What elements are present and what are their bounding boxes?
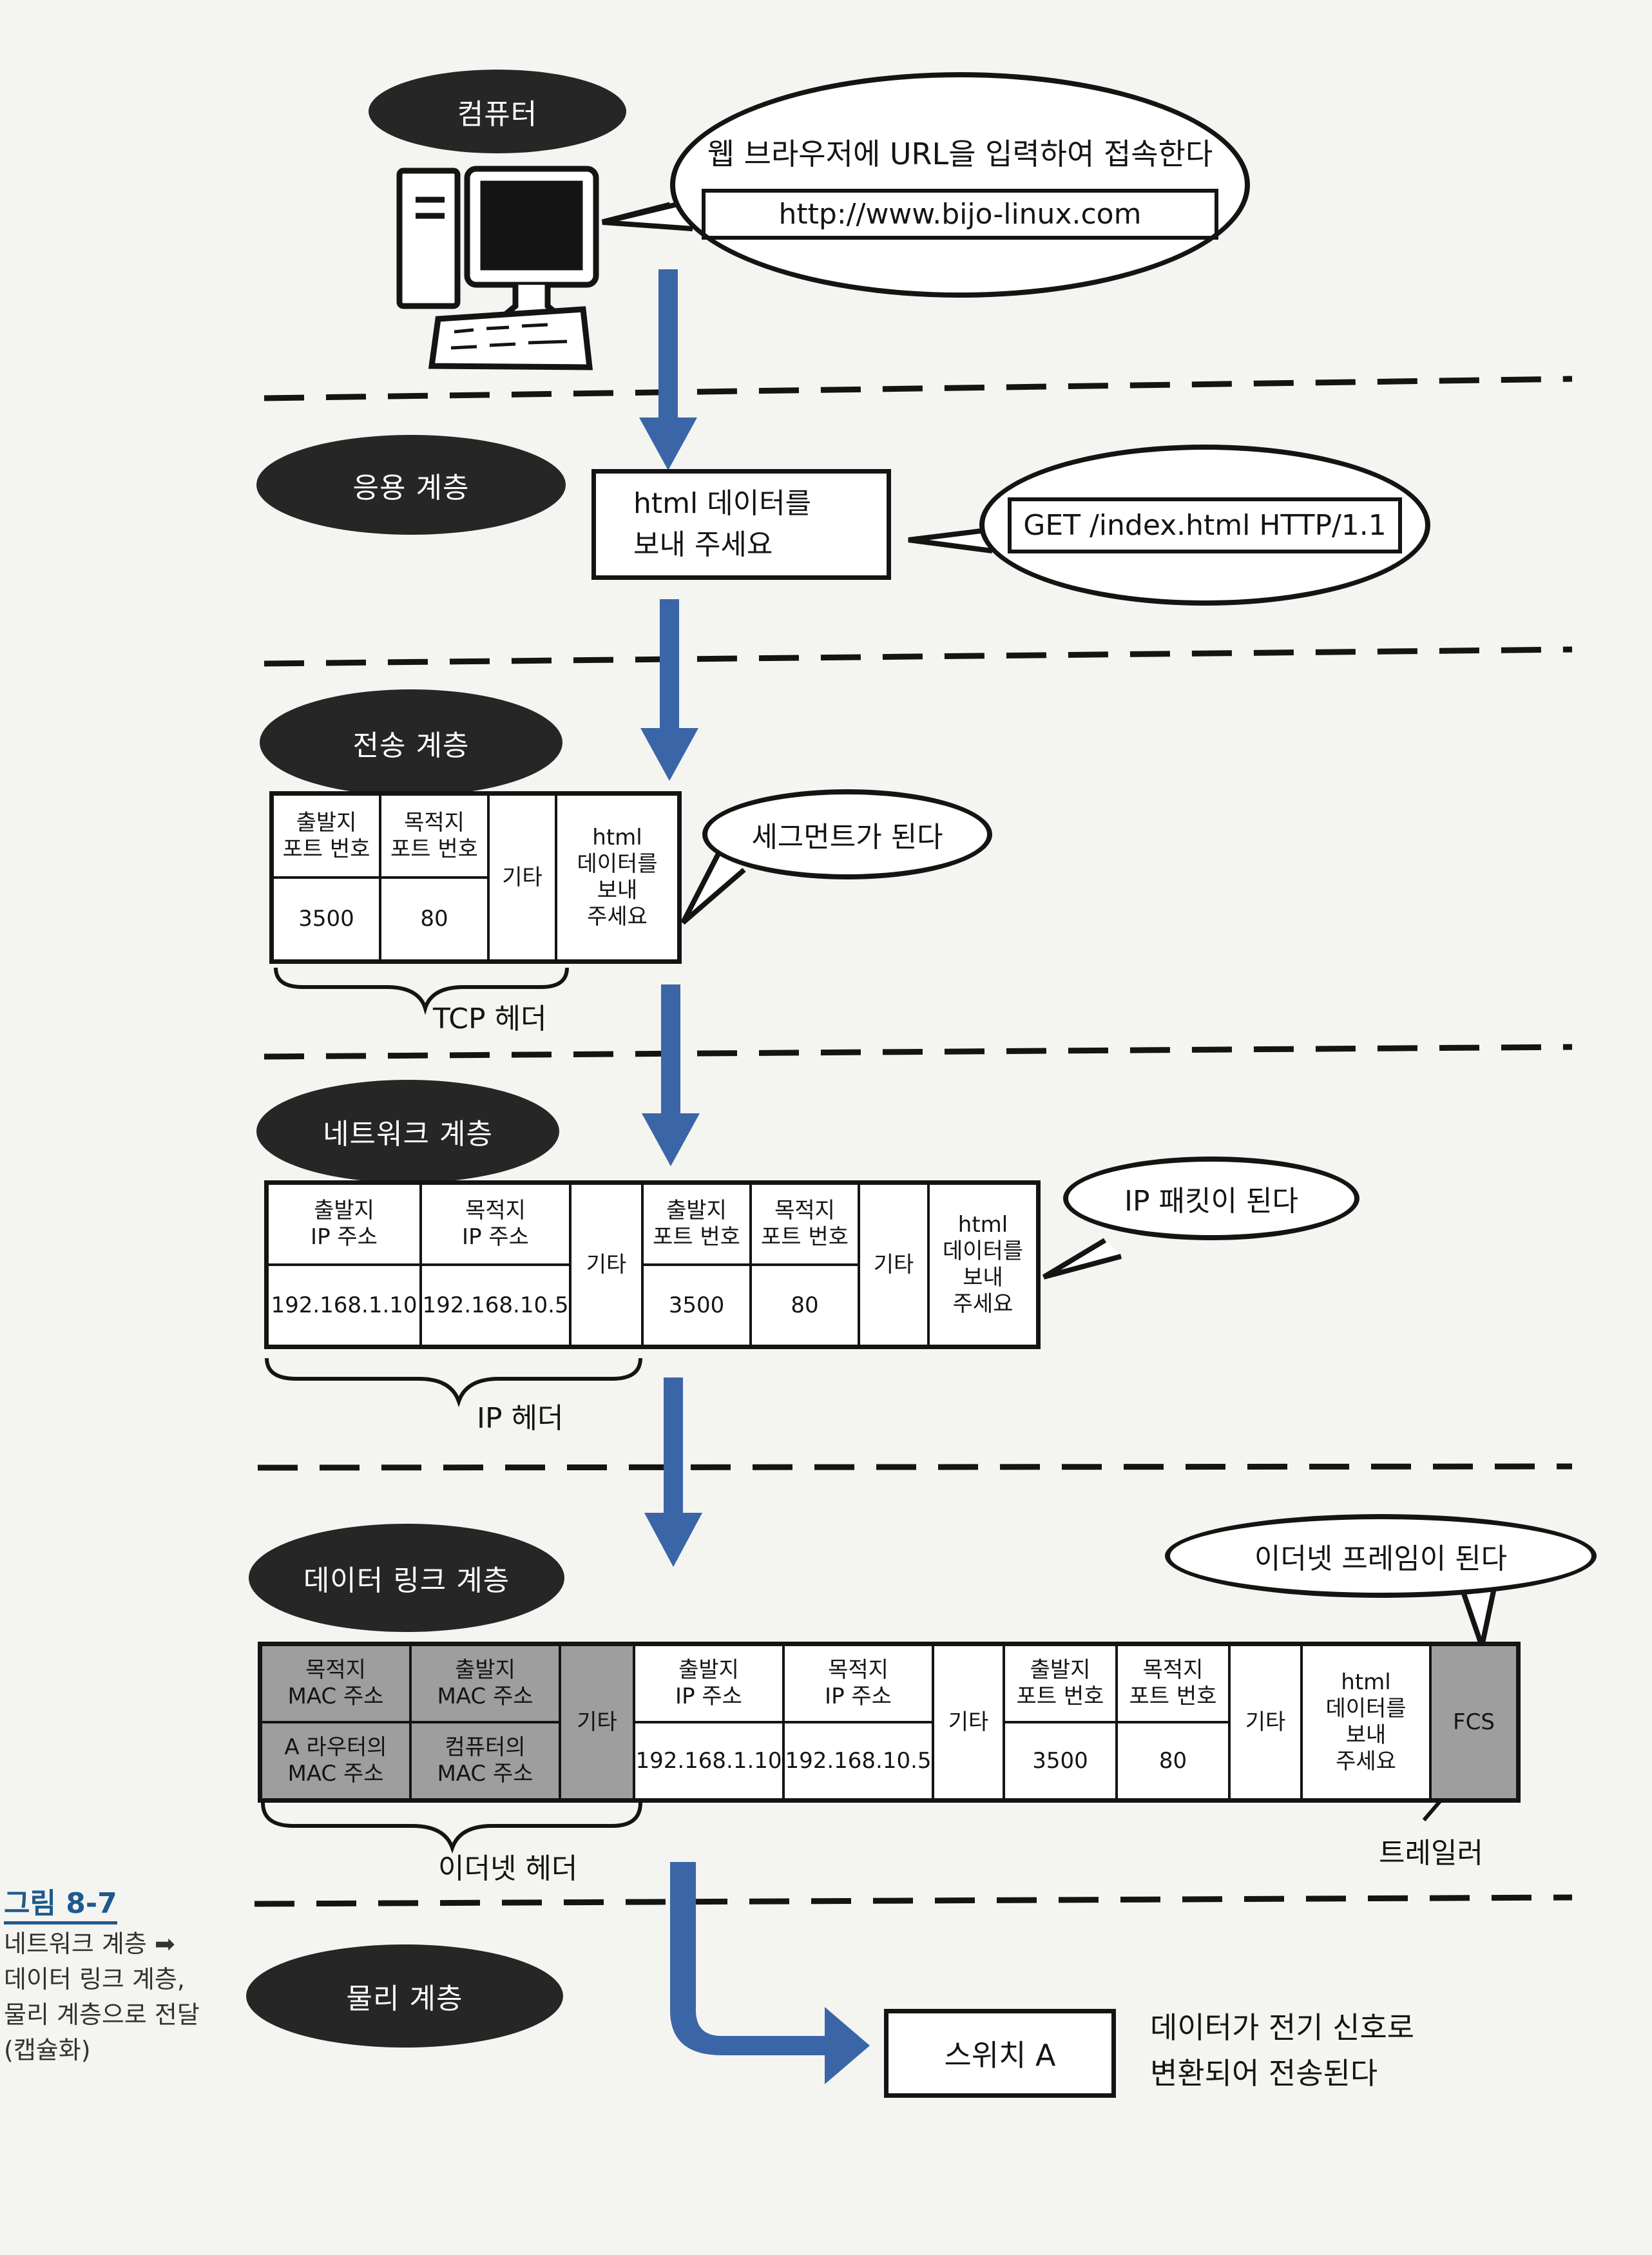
tcp-segment: 출발지 포트 번호 3500 목적지 포트 번호 80 기타 html 데이터를… [269, 791, 682, 964]
src-port-label: 출발지 포트 번호 [644, 1185, 749, 1266]
dst-port-label: 목적지 포트 번호 [381, 796, 487, 879]
packet-bubble-tail [1042, 1238, 1122, 1280]
dst-port-value: 80 [1158, 1747, 1187, 1774]
computer-icon [396, 166, 671, 370]
physical-note-line1: 데이터가 전기 신호로 [1150, 2010, 1415, 2045]
src-port-label: 출발지 포트 번호 [274, 796, 379, 879]
arrow-head [825, 2007, 870, 2084]
ethernet-frame: 목적지 MAC 주소 A 라우터의 MAC 주소 출발지 MAC 주소 컴퓨터의… [258, 1642, 1521, 1803]
app-bubble-tail [908, 526, 1003, 553]
application-data-box: html 데이터를 보내 주세요 [591, 469, 891, 580]
url-field: http://www.bijo-linux.com [702, 188, 1218, 240]
transport-layer-label: 전송 계층 [260, 689, 562, 796]
application-data-line1: html 데이터를 [633, 487, 812, 521]
ethernet-header-brace [261, 1802, 642, 1854]
mac-etc: 기타 [561, 1646, 635, 1798]
dst-ip-value: 192.168.10.5 [785, 1747, 932, 1774]
dst-ip-label: 목적지 IP 주소 [422, 1185, 569, 1266]
arrow-shaft [661, 984, 680, 1120]
dst-mac-label: 목적지 MAC 주소 [262, 1646, 409, 1723]
fcs-cell: FCS [1432, 1646, 1516, 1798]
arrow-shaft [660, 599, 679, 734]
figure-title: 그림 8-7 [4, 1880, 117, 1924]
pc-tower [396, 168, 461, 309]
segment-bubble: 세그먼트가 된다 [702, 789, 992, 879]
http-request-text: GET /index.html HTTP/1.1 [1008, 497, 1402, 553]
tcp-etc: 기타 [490, 796, 557, 959]
datalink-layer-label: 데이터 링크 계층 [249, 1524, 564, 1632]
tcp-header-label: TCP 헤더 [433, 1003, 547, 1035]
src-port-value: 3500 [298, 906, 354, 932]
keyboard [428, 306, 593, 370]
src-mac-label: 출발지 MAC 주소 [412, 1646, 559, 1723]
separator-line [254, 1894, 1573, 1907]
monitor-screen [480, 180, 583, 271]
packet-bubble: IP 패킷이 된다 [1063, 1156, 1359, 1240]
http-request-bubble: GET /index.html HTTP/1.1 [979, 445, 1430, 606]
ip-header-label: IP 헤더 [477, 1402, 564, 1435]
arrow-shaft [658, 269, 678, 424]
flow-arrows [639, 269, 870, 2084]
tcp-payload: html 데이터를 보내 주세요 [577, 825, 658, 930]
brace-lines [261, 967, 642, 1854]
physical-note-line2: 변환되어 전송된다 [1150, 2056, 1378, 2091]
ip-etc: 기타 [934, 1646, 1005, 1798]
dst-ip-label: 목적지 IP 주소 [785, 1646, 932, 1723]
src-ip-label: 출발지 IP 주소 [269, 1185, 419, 1266]
url-instruction: 웹 브라우저에 URL을 입력하여 접속한다 [707, 136, 1213, 171]
trailer-label: 트레일러 [1379, 1837, 1483, 1870]
src-port-label: 출발지 포트 번호 [1005, 1646, 1115, 1723]
src-mac-value: 컴퓨터의 MAC 주소 [437, 1734, 533, 1787]
separator-line [264, 376, 1573, 401]
ip-packet: 출발지 IP 주소 192.168.1.10 목적지 IP 주소 192.168… [264, 1180, 1041, 1349]
figure-caption: 네트워크 계층 ➡ 데이터 링크 계층, 물리 계층으로 전달(캡슐화) [4, 1930, 200, 2065]
arrow-shaft-bent [670, 1862, 831, 2055]
bubble-tails [602, 200, 1497, 1656]
src-ip-value: 192.168.1.10 [271, 1292, 418, 1318]
computer-label: 컴퓨터 [369, 70, 626, 153]
frame-payload: html 데이터를 보내 주세요 [1303, 1646, 1432, 1798]
application-data-line2: 보내 주세요 [633, 528, 773, 561]
arrow-head [642, 1113, 700, 1166]
src-ip-label: 출발지 IP 주소 [635, 1646, 782, 1723]
src-port-value: 3500 [1032, 1747, 1088, 1774]
application-layer-label: 응용 계층 [256, 435, 566, 535]
frame-bubble: 이더넷 프레임이 된다 [1165, 1514, 1597, 1598]
dst-port-value: 80 [791, 1292, 819, 1318]
computer-bubble-tail [602, 200, 693, 231]
physical-note: 데이터가 전기 신호로 변환되어 전송된다 [1150, 2005, 1414, 2097]
ip-etc2: 기타 [860, 1185, 930, 1345]
separator-line [257, 1463, 1573, 1471]
ip-header-brace [265, 1358, 642, 1408]
arrow-head [644, 1513, 702, 1567]
dst-port-value: 80 [420, 906, 448, 932]
dst-mac-value: A 라우터의 MAC 주소 [284, 1734, 387, 1787]
tcp-header-brace [274, 967, 569, 1015]
arrow-head [639, 417, 697, 470]
url-bubble: 웹 브라우저에 URL을 입력하여 접속한다 http://www.bijo-l… [670, 72, 1250, 298]
network-layer-label: 네트워크 계층 [256, 1080, 559, 1183]
arrow-shaft [664, 1377, 683, 1519]
tcp-etc: 기타 [1231, 1646, 1303, 1798]
ip-payload: html 데이터를 보내 주세요 [942, 1212, 1024, 1317]
arrow-head [640, 728, 698, 781]
ip-etc: 기타 [571, 1185, 644, 1345]
switch-box: 스위치 A [884, 2009, 1116, 2098]
physical-layer-label: 물리 계층 [246, 1944, 563, 2048]
src-port-value: 3500 [668, 1292, 725, 1318]
src-ip-value: 192.168.1.10 [635, 1747, 782, 1774]
ethernet-header-label: 이더넷 헤더 [438, 1852, 578, 1885]
separator-line [264, 1044, 1573, 1060]
dst-ip-value: 192.168.10.5 [422, 1292, 569, 1318]
dst-port-label: 목적지 포트 번호 [752, 1185, 858, 1266]
segment-bubble-tail [680, 852, 746, 925]
dst-port-label: 목적지 포트 번호 [1118, 1646, 1228, 1723]
separator-line [264, 646, 1573, 667]
